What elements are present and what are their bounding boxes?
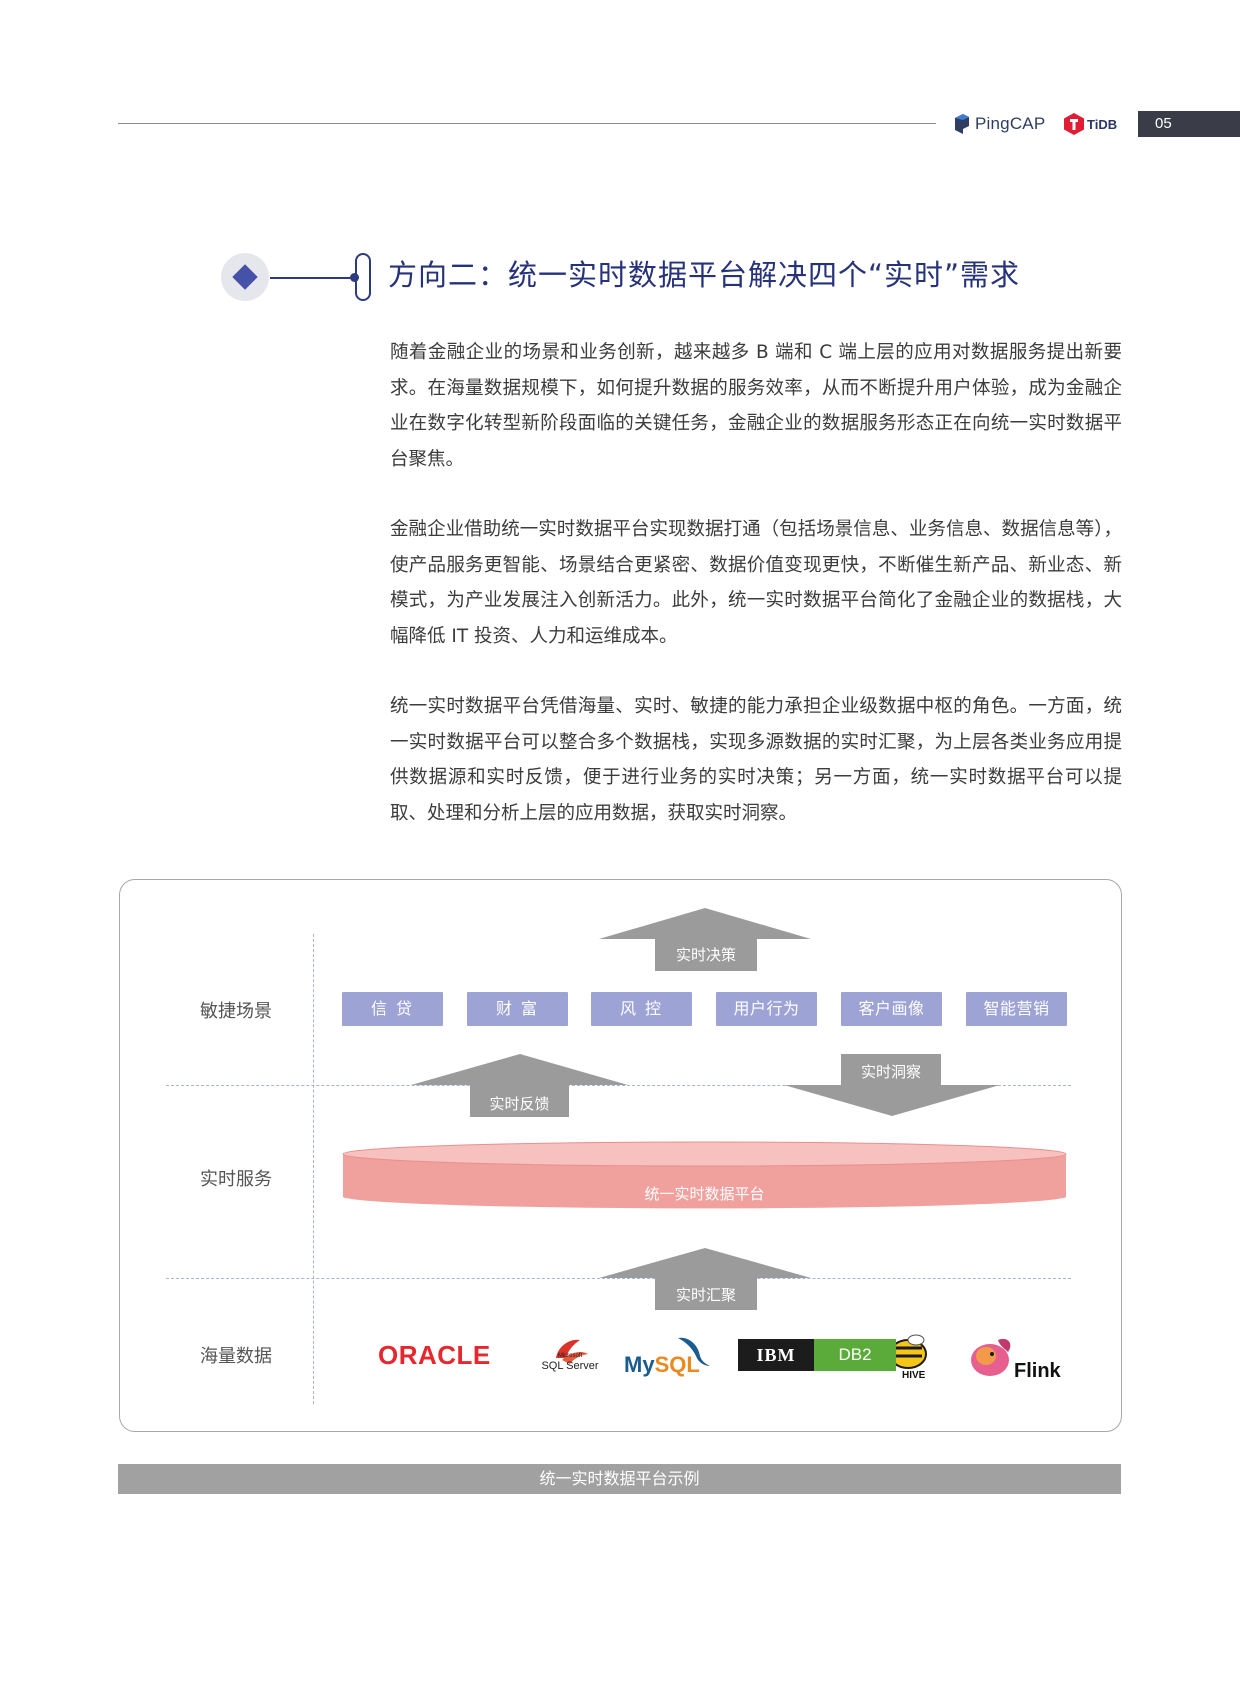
arrow-insight-down <box>784 1054 1000 1116</box>
arrow-decision-up <box>599 908 811 971</box>
arrow-label-insight: 实时洞察 <box>860 1063 921 1081</box>
section-title: 方向二：统一实时数据平台解决四个“实时”需求 <box>388 258 1021 292</box>
scene-customer-profile: 客户画像 <box>841 992 942 1026</box>
title-connector-dot <box>350 273 359 282</box>
scene-wealth: 财 富 <box>467 992 568 1026</box>
oracle-logo: ORACLE <box>378 1340 491 1370</box>
header-rule <box>118 123 936 124</box>
row-label-agile-scenarios: 敏捷场景 <box>200 1001 272 1022</box>
mysql-dolphin-icon <box>678 1337 710 1366</box>
flink-squirrel-icon <box>971 1338 1011 1376</box>
hive-wordmark: HIVE <box>902 1370 926 1381</box>
ibm-db2-logo: IBM DB2 <box>738 1339 896 1371</box>
title-connector <box>270 277 355 279</box>
paragraph-1: 随着金融企业的场景和业务创新，越来越多 B 端和 C 端上层的应用对数据服务提出… <box>390 342 1122 470</box>
db2-wordmark: DB2 <box>814 1339 896 1371</box>
mysql-logo: MySQL <box>624 1352 700 1378</box>
arrow-label-aggregate: 实时汇聚 <box>675 1286 736 1304</box>
scene-risk-control: 风 控 <box>591 992 692 1026</box>
row-label-massive-data: 海量数据 <box>200 1346 272 1367</box>
paragraph-3: 统一实时数据平台凭借海量、实时、敏捷的能力承担企业级数据中枢的角色。一方面，统一… <box>390 696 1122 824</box>
row-label-realtime-service: 实时服务 <box>200 1169 272 1190</box>
tidb-logo: TiDB <box>1064 113 1117 135</box>
sqlserver-logo: Microsoft SQL Server <box>540 1335 600 1372</box>
mysql-wordmark-sql: SQL <box>654 1352 700 1377</box>
arrow-label-decision: 实时决策 <box>675 946 736 964</box>
platform-cylinder-body <box>343 1154 1066 1209</box>
sqlserver-name: SQL Server <box>541 1360 599 1372</box>
scene-user-behavior: 用户行为 <box>716 992 817 1026</box>
tidb-mark-icon <box>1064 113 1084 135</box>
pingcap-wordmark: PingCAP <box>975 114 1046 133</box>
tidb-wordmark: TiDB <box>1087 116 1118 132</box>
pingcap-logo: PingCAP <box>955 113 1045 135</box>
arrow-feedback-up <box>411 1054 628 1117</box>
diagram-divider-bottom <box>166 1278 1071 1279</box>
sqlserver-wordmark: Microsoft SQL Server <box>540 1353 600 1372</box>
arrow-aggregate-up <box>599 1248 811 1310</box>
flink-wordmark: Flink <box>1014 1360 1061 1382</box>
page-number: 05 <box>1138 111 1240 137</box>
sqlserver-icon <box>556 1339 588 1364</box>
platform-cylinder-top <box>342 1141 1067 1167</box>
paragraph-2: 金融企业借助统一实时数据平台实现数据打通（包括场景信息、业务信息、数据信息等），… <box>390 519 1122 647</box>
ibm-wordmark: IBM <box>738 1339 814 1371</box>
sqlserver-vendor: Microsoft <box>557 1353 583 1359</box>
mysql-wordmark-my: My <box>624 1352 655 1377</box>
scene-smart-marketing: 智能营销 <box>966 992 1067 1026</box>
diagram-divider-top <box>166 1085 1071 1086</box>
diagram-vertical-divider <box>313 934 314 1404</box>
pingcap-mark-icon <box>955 114 969 134</box>
platform-label: 统一实时数据平台 <box>644 1185 765 1203</box>
diagram-frame <box>119 879 1122 1432</box>
figure-caption: 统一实时数据平台示例 <box>118 1464 1121 1494</box>
scene-credit: 信 贷 <box>342 992 443 1026</box>
arrow-label-feedback: 实时反馈 <box>489 1095 550 1113</box>
hive-bee-icon <box>889 1334 927 1369</box>
